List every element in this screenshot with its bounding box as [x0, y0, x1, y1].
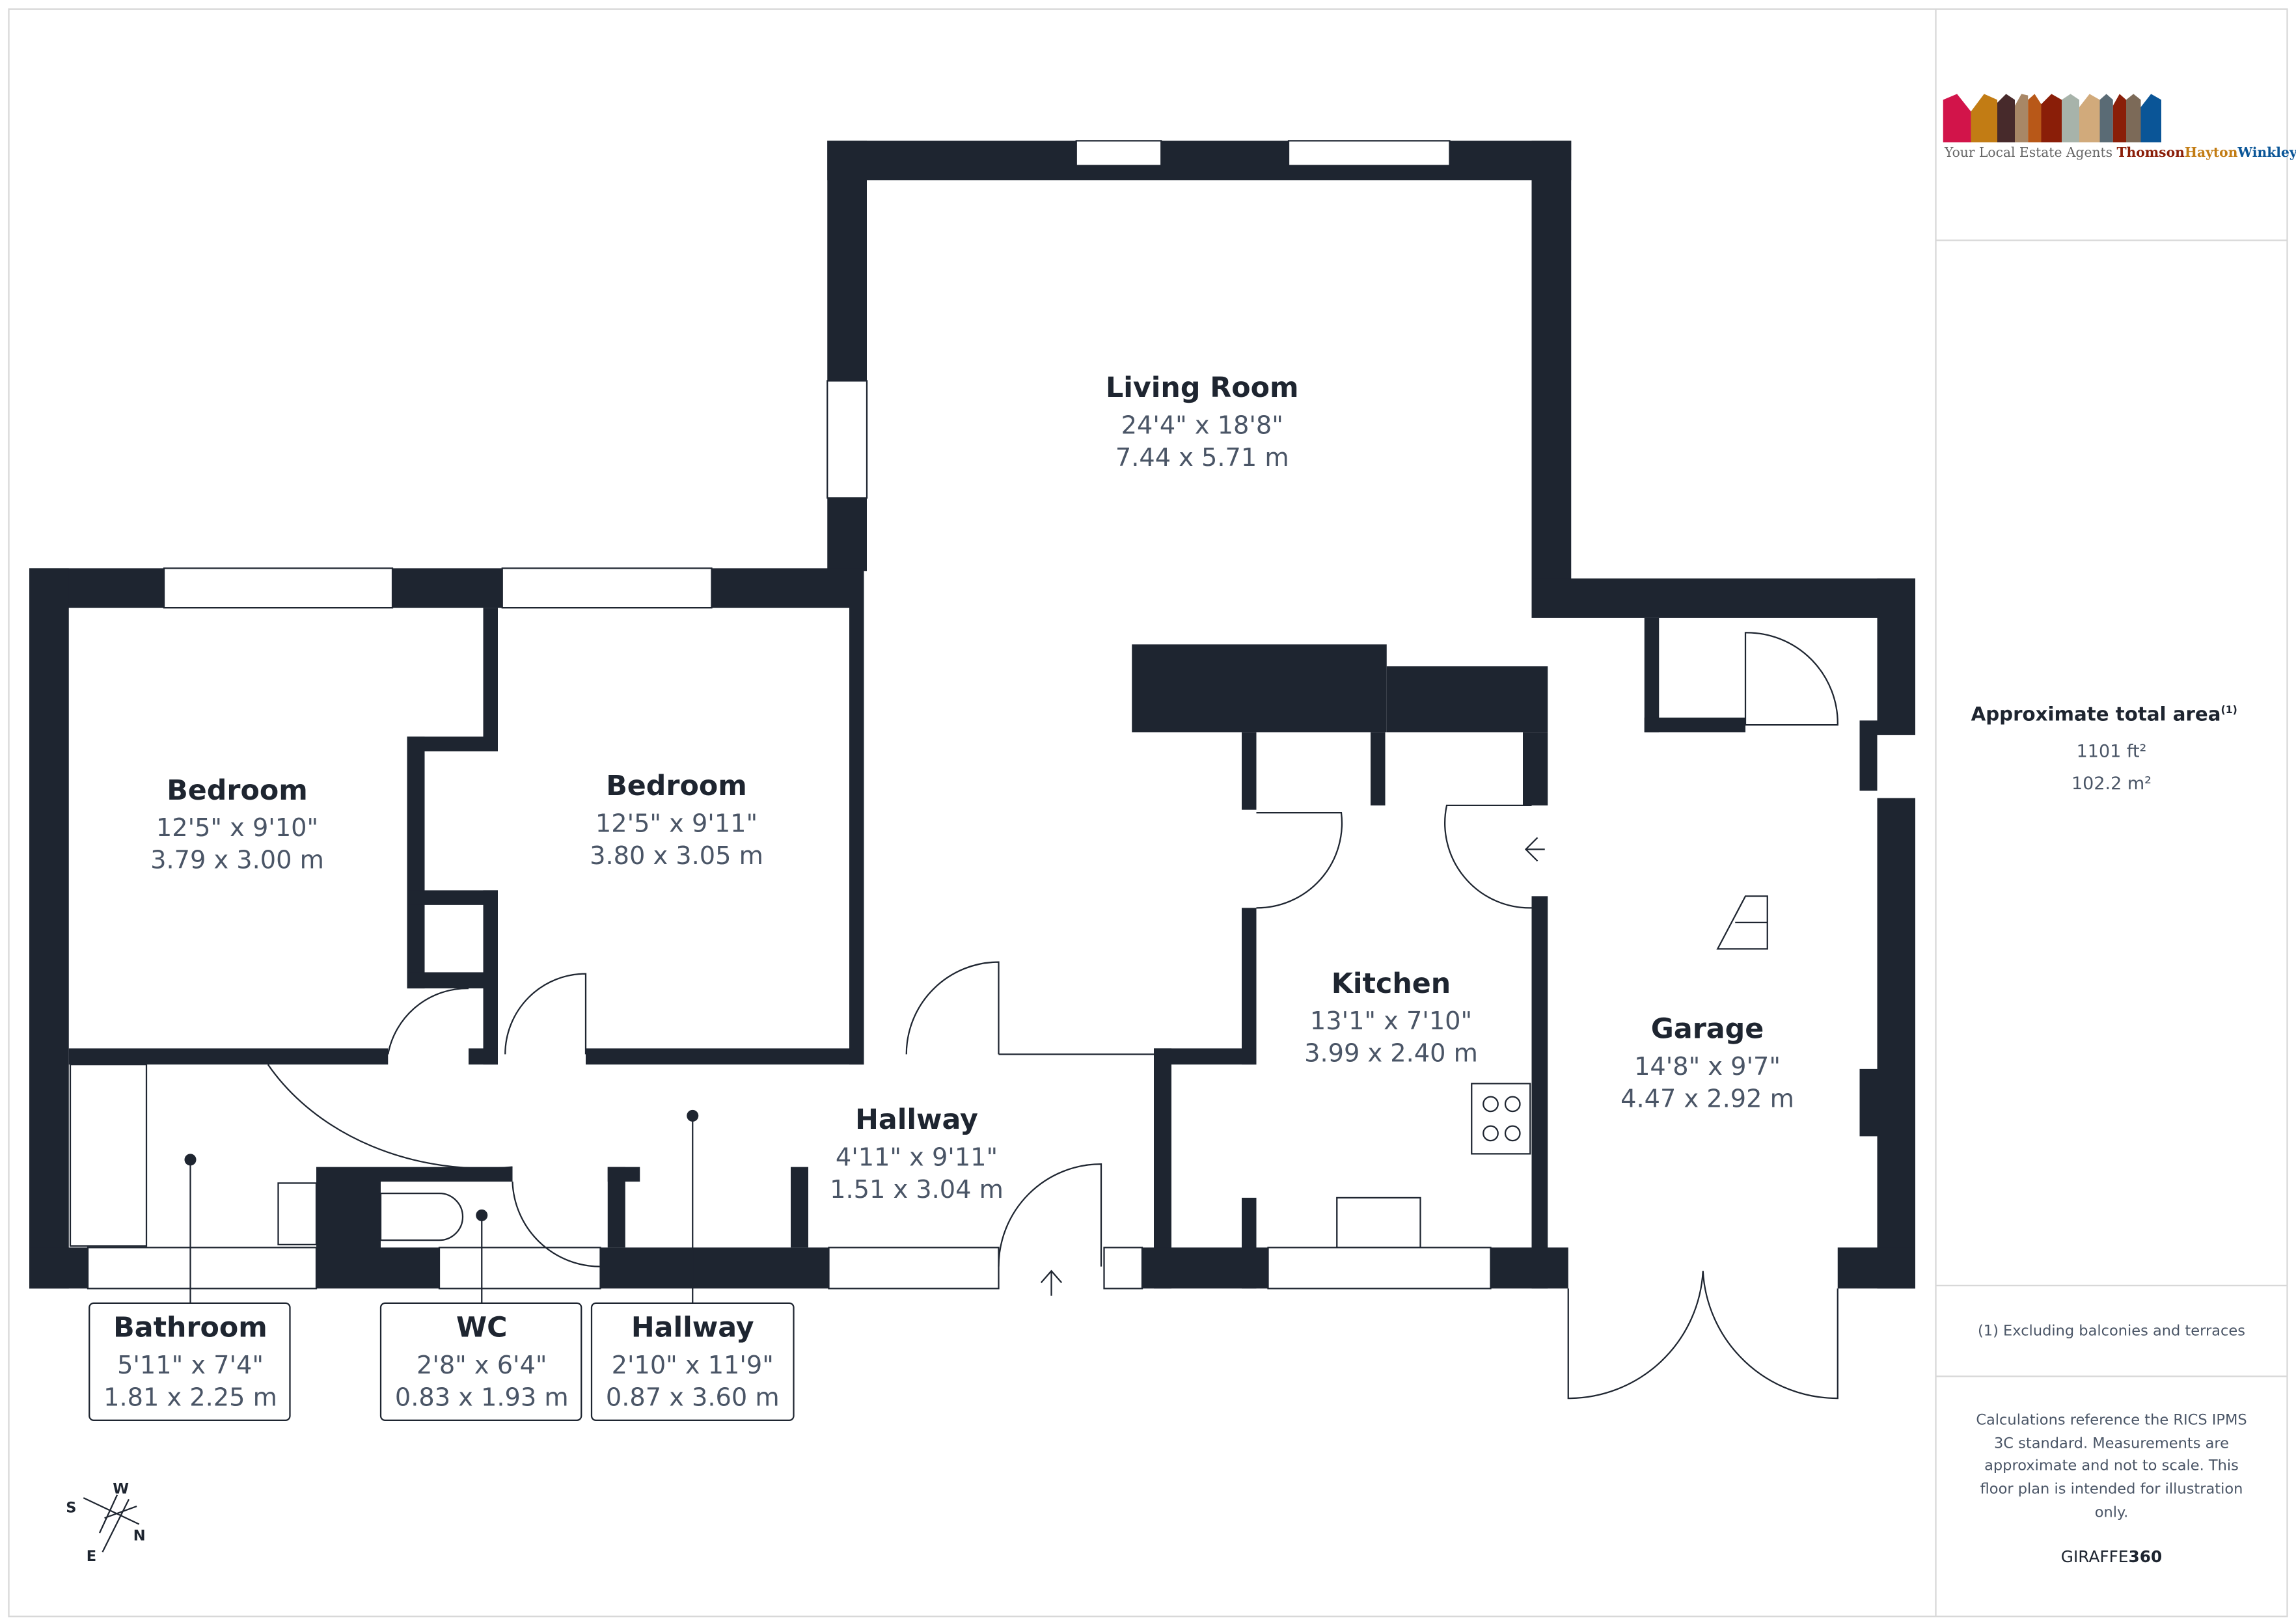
- svg-text:Bedroom: Bedroom: [606, 770, 747, 802]
- logo-house: [1943, 94, 1971, 142]
- svg-text:24'4" x 18'8": 24'4" x 18'8": [1121, 411, 1283, 440]
- svg-text:7.44 x 5.71 m: 7.44 x 5.71 m: [1115, 443, 1289, 472]
- svg-text:W: W: [113, 1480, 129, 1497]
- logo-house: [2062, 94, 2079, 142]
- svg-text:2'8" x 6'4": 2'8" x 6'4": [417, 1351, 547, 1380]
- logo-house: [2140, 94, 2161, 142]
- svg-text:14'8" x 9'7": 14'8" x 9'7": [1634, 1052, 1781, 1081]
- svg-text:only.: only.: [2095, 1504, 2129, 1521]
- svg-text:13'1" x 7'10": 13'1" x 7'10": [1310, 1007, 1472, 1036]
- logo-house: [2112, 94, 2126, 142]
- svg-text:3.80 x 3.05 m: 3.80 x 3.05 m: [590, 841, 763, 871]
- svg-text:102.2 m²: 102.2 m²: [2071, 774, 2152, 794]
- sheet-border: [8, 8, 2288, 1617]
- callout-wc: WC 2'8" x 6'4" 0.83 x 1.93 m: [379, 1209, 582, 1421]
- room-label-garage: Garage 14'8" x 9'7" 4.47 x 2.92 m: [1620, 1013, 1794, 1114]
- svg-text:3C standard. Measurements are: 3C standard. Measurements are: [1994, 1435, 2229, 1452]
- svg-text:Calculations reference the RIC: Calculations reference the RICS IPMS: [1976, 1412, 2247, 1429]
- svg-text:4.47 x 2.92 m: 4.47 x 2.92 m: [1620, 1084, 1794, 1113]
- logo-house: [2015, 94, 2029, 142]
- svg-text:floor plan is intended for ill: floor plan is intended for illustration: [1980, 1480, 2243, 1497]
- disclaimer: Calculations reference the RICS IPMS 3C …: [1976, 1412, 2247, 1521]
- logo-house: [2126, 94, 2141, 142]
- svg-text:Approximate total area(1): Approximate total area(1): [1971, 703, 2237, 725]
- svg-text:N: N: [133, 1527, 146, 1544]
- svg-text:1101 ft²: 1101 ft²: [2077, 742, 2147, 762]
- svg-text:Garage: Garage: [1651, 1013, 1764, 1046]
- svg-text:0.87 x 3.60 m: 0.87 x 3.60 m: [606, 1383, 780, 1412]
- svg-text:1.81 x 2.25 m: 1.81 x 2.25 m: [103, 1383, 277, 1412]
- svg-text:Bathroom: Bathroom: [113, 1312, 267, 1344]
- svg-text:Kitchen: Kitchen: [1332, 968, 1451, 1000]
- walls: [29, 141, 1915, 1289]
- windows: [87, 140, 1492, 1290]
- svg-text:4'11" x 9'11": 4'11" x 9'11": [836, 1143, 998, 1172]
- callout-hallway: Hallway 2'10" x 11'9" 0.87 x 3.60 m: [590, 1109, 795, 1421]
- svg-text:Bedroom: Bedroom: [167, 774, 308, 807]
- area-summary: Approximate total area(1) 1101 ft² 102.2…: [1971, 703, 2237, 794]
- logo-house: [2099, 94, 2113, 142]
- doors: [69, 632, 1838, 1400]
- houses-graphic: [1943, 94, 2161, 142]
- svg-text:3.79 x 3.00 m: 3.79 x 3.00 m: [150, 846, 324, 875]
- room-label-hallway: Hallway 4'11" x 9'11" 1.51 x 3.04 m: [830, 1103, 1004, 1204]
- svg-text:approximate and not to scale.: approximate and not to scale. This: [1984, 1457, 2239, 1474]
- svg-text:Your Local Estate Agents Thoms: Your Local Estate Agents ThomsonHaytonWi…: [1944, 144, 2296, 160]
- logo-house: [1997, 94, 2015, 142]
- svg-text:2'10" x 11'9": 2'10" x 11'9": [612, 1351, 774, 1380]
- svg-text:12'5" x 9'11": 12'5" x 9'11": [595, 809, 758, 838]
- svg-text:Living Room: Living Room: [1106, 372, 1299, 404]
- room-label-kitchen: Kitchen 13'1" x 7'10" 3.99 x 2.40 m: [1304, 968, 1478, 1068]
- svg-text:5'11" x 7'4": 5'11" x 7'4": [117, 1351, 264, 1380]
- compass-icon: W S N E: [66, 1480, 145, 1565]
- room-label-living-room: Living Room 24'4" x 18'8" 7.44 x 5.71 m: [1106, 372, 1299, 472]
- callout-bathroom: Bathroom 5'11" x 7'4" 1.81 x 2.25 m: [89, 1154, 291, 1421]
- svg-text:0.83 x 1.93 m: 0.83 x 1.93 m: [395, 1383, 569, 1412]
- svg-text:S: S: [66, 1500, 76, 1517]
- giraffe360-logo: GIRAFFE360: [2061, 1547, 2162, 1566]
- svg-text:12'5" x 9'10": 12'5" x 9'10": [156, 813, 318, 843]
- logo-house: [2079, 94, 2100, 142]
- logo-house: [2028, 94, 2042, 142]
- room-label-bedroom-1: Bedroom 12'5" x 9'10" 3.79 x 3.00 m: [150, 774, 324, 875]
- svg-text:Hallway: Hallway: [631, 1312, 754, 1344]
- svg-text:E: E: [87, 1548, 96, 1565]
- agent-logo: Your Local Estate Agents ThomsonHaytonWi…: [1943, 94, 2296, 160]
- logo-house: [1971, 94, 1997, 142]
- svg-text:1.51 x 3.04 m: 1.51 x 3.04 m: [830, 1175, 1004, 1204]
- footnote: (1) Excluding balconies and terraces: [1978, 1322, 2245, 1339]
- svg-text:Hallway: Hallway: [855, 1103, 978, 1136]
- logo-house: [2041, 94, 2062, 142]
- svg-text:3.99 x 2.40 m: 3.99 x 2.40 m: [1304, 1039, 1478, 1068]
- room-label-bedroom-2: Bedroom 12'5" x 9'11" 3.80 x 3.05 m: [590, 770, 763, 871]
- svg-text:WC: WC: [456, 1312, 508, 1344]
